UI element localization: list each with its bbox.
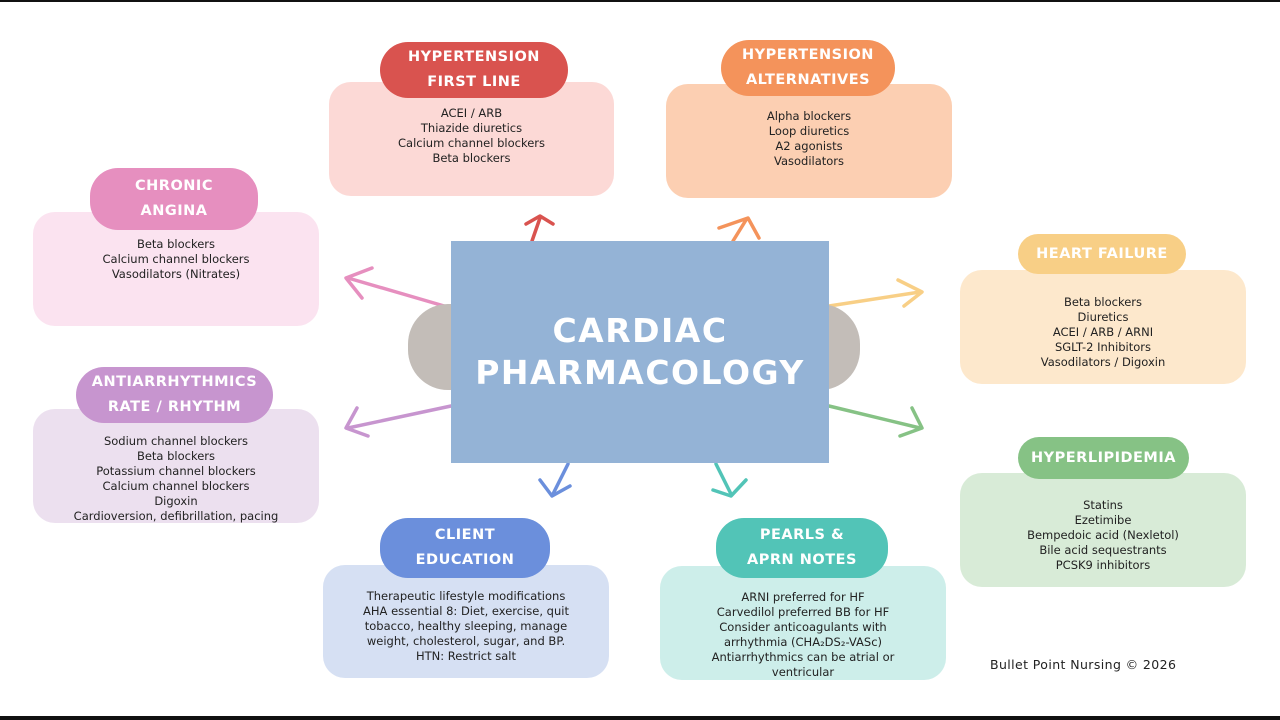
list-item: Beta blockers [432,151,511,165]
list-item: A2 agonists [775,139,843,153]
list-item: Digoxin [154,494,198,508]
heading-line: RATE / RHYTHM [107,399,242,415]
list-item: Carvedilol preferred BB for HF [716,605,890,619]
chronic-angina-heading: CHRONIC ANGINA [90,168,258,230]
hyperlipidemia-heading: HYPERLIPIDEMIA [1018,437,1189,479]
heading-line: APRN NOTES [747,552,857,568]
arrow-to-hyperlipidemia [827,404,924,438]
list-item: Diuretics [1077,310,1129,324]
client-education-heading: CLIENT EDUCATION [380,518,550,578]
top-border [0,0,1280,2]
chronic-angina-box: Beta blockers Calcium channel blockers V… [33,212,319,326]
heading-line: CLIENT [434,527,496,543]
list-item: Vasodilators (Nitrates) [111,267,241,281]
bottom-border [0,716,1280,720]
list-item: weight, cholesterol, sugar, and BP. [366,634,566,648]
heading-line: HYPERLIPIDEMIA [1031,449,1176,466]
center-title-line-2: PHARMACOLOGY [475,353,805,392]
list-item: tobacco, healthy sleeping, manage [364,619,568,633]
hypertension-first-line-heading: HYPERTENSION FIRST LINE [380,42,568,98]
arrow-to-hypertension-first-line [524,214,555,243]
heading-line: HYPERTENSION [408,49,540,65]
footer-credit: Bullet Point Nursing © 2026 [990,657,1177,672]
heart-failure-box: Beta blockers Diuretics ACEI / ARB / ARN… [960,270,1246,384]
arrow-to-hypertension-alternatives [717,216,761,243]
hyperlipidemia-box: Statins Ezetimibe Bempedoic acid (Nexlet… [960,473,1246,587]
list-item: SGLT-2 Inhibitors [1054,340,1152,354]
arrow-to-antiarrhythmics [344,404,453,438]
list-item: Vasodilators [773,154,845,168]
list-item: Potassium channel blockers [96,464,256,478]
list-item: Ezetimibe [1074,513,1132,527]
list-item: Calcium channel blockers [102,252,250,266]
list-item: Antiarrhythmics can be atrial or [711,650,895,664]
arrow-to-client-education [538,462,572,498]
list-item: Vasodilators / Digoxin [1040,355,1166,369]
hypertension-alternatives-box: Alpha blockers Loop diuretics A2 agonist… [666,84,952,198]
list-item: Consider anticoagulants with [719,620,887,634]
list-item: Therapeutic lifestyle modifications [366,589,566,603]
list-item: HTN: Restrict salt [415,649,516,663]
heading-line: EDUCATION [415,552,515,568]
client-education-box: Therapeutic lifestyle modifications AHA … [323,565,609,678]
arrow-to-heart-failure [827,278,924,308]
list-item: Beta blockers [136,237,216,251]
list-item: Bempedoic acid (Nexletol) [1027,528,1179,542]
list-item: Bile acid sequestrants [1039,543,1167,557]
list-item: Beta blockers [1063,295,1143,309]
heading-line: PEARLS & [759,527,845,543]
heading-line: ANTIARRHYTHMICS [91,374,258,390]
center-title-line-1: CARDIAC [552,311,728,350]
list-item: ventricular [771,665,835,679]
heading-line: CHRONIC [135,178,213,194]
list-item: Loop diuretics [768,124,850,138]
list-item: Beta blockers [136,449,216,463]
hypertension-first-line-box: ACEI / ARB Thiazide diuretics Calcium ch… [329,82,614,196]
list-item: ACEI / ARB [440,106,503,120]
heart-failure-heading: HEART FAILURE [1018,234,1186,274]
heading-line: ALTERNATIVES [745,72,871,88]
list-item: Thiazide diuretics [420,121,523,135]
center-title-box: CARDIAC PHARMACOLOGY [451,241,829,463]
list-item: Calcium channel blockers [398,136,545,150]
hypertension-alternatives-heading: HYPERTENSION ALTERNATIVES [721,40,895,96]
list-item: ARNI preferred for HF [741,590,865,604]
list-item: ACEI / ARB / ARNI [1052,325,1154,339]
heading-line: ANGINA [140,203,208,219]
list-item: arrhythmia (CHA₂DS₂-VASc) [723,635,883,649]
arrow-to-chronic-angina [344,266,453,310]
list-item: Sodium channel blockers [103,434,249,448]
heading-line: FIRST LINE [427,74,521,90]
antiarrhythmics-heading: ANTIARRHYTHMICS RATE / RHYTHM [76,367,273,423]
list-item: Alpha blockers [766,109,852,123]
antiarrhythmics-box: Sodium channel blockers Beta blockers Po… [33,409,319,523]
arrow-to-pearls [711,462,748,498]
list-item: PCSK9 inhibitors [1055,558,1151,572]
list-item: Cardioversion, defibrillation, pacing [73,509,279,523]
list-item: AHA essential 8: Diet, exercise, quit [363,604,569,618]
heading-line: HEART FAILURE [1036,245,1168,262]
pearls-heading: PEARLS & APRN NOTES [716,518,888,578]
pearls-box: ARNI preferred for HF Carvedilol preferr… [660,566,946,680]
list-item: Statins [1083,498,1123,512]
list-item: Calcium channel blockers [102,479,250,493]
heading-line: HYPERTENSION [742,47,874,63]
